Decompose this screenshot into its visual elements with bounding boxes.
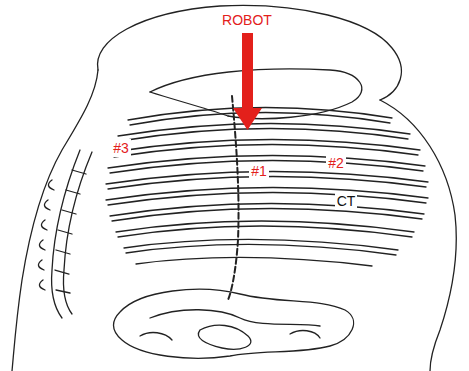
- robot-arrow: [233, 33, 262, 130]
- tube-label: CT: [335, 192, 358, 210]
- port-number: #1: [249, 162, 269, 180]
- port-number: #2: [326, 154, 346, 172]
- device-label: ROBOT: [220, 11, 274, 29]
- port-number: #3: [111, 139, 131, 157]
